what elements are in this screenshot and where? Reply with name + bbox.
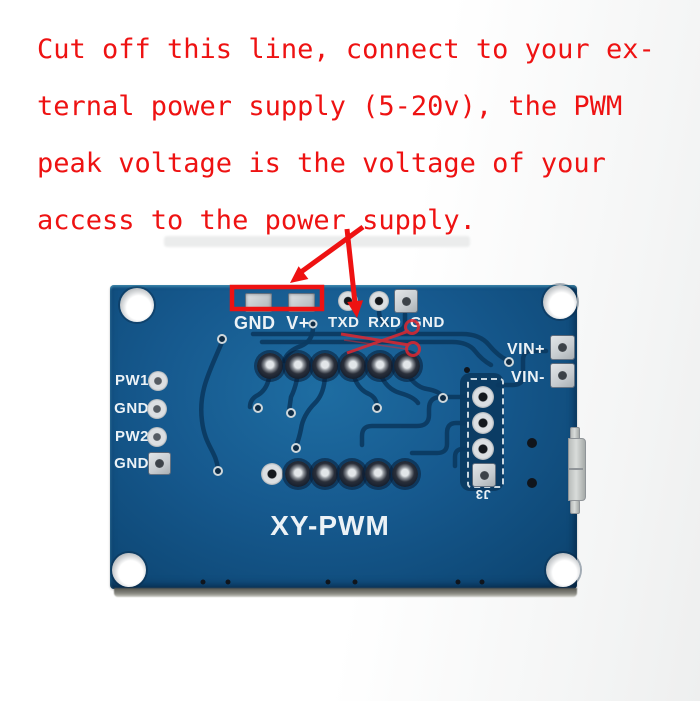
faint-smudge (164, 236, 470, 247)
pw1-label: PW1 (114, 372, 149, 389)
pw2-label: PW2 (114, 428, 149, 445)
through-hole-pad (261, 463, 283, 485)
j3-pad (472, 412, 494, 434)
vplus-pad-label: V+ (286, 313, 310, 333)
vplus-power-pad (288, 293, 315, 312)
solder-pad (285, 353, 311, 379)
annotation-line: Cut off this line, connect to your ex- (37, 34, 655, 65)
board-shadow (114, 588, 577, 597)
solder-pad (365, 461, 391, 487)
serial-gnd-pad (394, 289, 418, 313)
vin-minus-pad (550, 363, 575, 388)
txd-pad (338, 291, 358, 311)
solder-pad (340, 353, 366, 379)
mounting-hole (543, 285, 577, 319)
vin-plus-pad (550, 335, 575, 360)
annotation-line: peak voltage is the voltage of your (37, 148, 606, 179)
j3-label: J3 (475, 487, 491, 502)
j3-pad (472, 438, 494, 460)
annotation-line: access to the power supply. (37, 205, 476, 236)
annotation-text: Cut off this line, connect to your ex- t… (37, 21, 697, 249)
j3-connector-outline (467, 378, 504, 488)
gnd-power-pad (245, 293, 272, 312)
rxd-pad (369, 291, 389, 311)
solder-pad (339, 461, 365, 487)
usb-tab (570, 500, 580, 514)
annotation-line: ternal power supply (5-20v), the PWM (37, 91, 623, 122)
vin-plus-label: VIN+ (506, 341, 545, 358)
rxd-label: RXD (368, 314, 402, 331)
serial-labels: TXD RXD GND (328, 314, 445, 331)
solder-pad (394, 353, 420, 379)
solder-pad (392, 461, 418, 487)
solder-pad (257, 353, 283, 379)
board-title: XY-PWM (270, 510, 390, 541)
mounting-hole (120, 288, 154, 322)
pcb-board: GND V+ TXD RXD GND PW1 GND PW2 GND VIN+ … (110, 285, 580, 589)
pw2-pad (147, 427, 167, 447)
solder-pad (285, 461, 311, 487)
gnd-left-pad-2 (148, 452, 171, 475)
gnd-left-label-1: GND (114, 400, 149, 417)
solder-pad (312, 353, 338, 379)
solder-pad (367, 353, 393, 379)
j3-pad-square (472, 463, 496, 487)
mounting-hole (112, 553, 146, 587)
solder-pad (312, 461, 338, 487)
via-group (200, 319, 537, 585)
mounting-hole (546, 553, 580, 587)
pw1-pad (148, 371, 168, 391)
pcb-trace-group (199, 308, 549, 472)
txd-label: TXD (328, 314, 360, 331)
usb-seam (569, 468, 583, 470)
j3-pad (472, 386, 494, 408)
gnd-left-label-2: GND (114, 455, 149, 472)
gnd-left-pad-1 (147, 399, 167, 419)
gnd-pad-label: GND (234, 313, 276, 333)
vin-minus-label: VIN- (511, 369, 545, 386)
serial-gnd-label: GND (410, 314, 445, 331)
